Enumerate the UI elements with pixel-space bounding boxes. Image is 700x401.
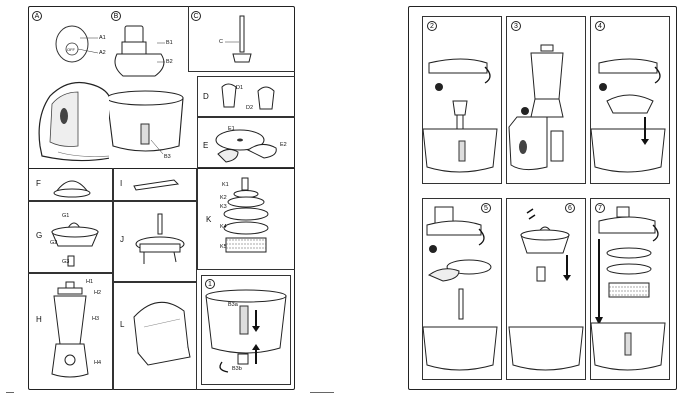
part-label-e1: E1 (228, 126, 235, 132)
panel-g: G G1 G2 G3 (28, 201, 113, 273)
step-6-illustration (508, 208, 584, 371)
step-2-number: 2 (427, 21, 437, 31)
panel-i: I (113, 168, 197, 201)
part-label-k3: K3 (220, 204, 227, 210)
step-7-panel: 7 (590, 198, 670, 380)
blender-illustration (51, 281, 89, 378)
step-2-illustration (423, 58, 498, 173)
panel-f-letter: F (36, 179, 41, 188)
part-label-e2: E2 (280, 142, 287, 148)
part-label-g3: G3 (62, 259, 70, 265)
panel-k-letter: K (206, 215, 212, 224)
bowl-assembly-illustration (109, 25, 184, 155)
citrus-press-illustration (51, 222, 99, 267)
step-3-panel: 3 (506, 16, 586, 184)
storage-case-illustration (133, 301, 191, 366)
dial-off-label: OFF (67, 47, 75, 52)
left-page-frame (28, 6, 295, 390)
step-5-illustration (423, 206, 498, 371)
step-3-number: 3 (511, 21, 521, 31)
panel-e: E E1 E2 (197, 117, 295, 168)
part-label-b3: B3 (164, 154, 171, 160)
part-label-c: C (219, 39, 223, 45)
part-label-d2: D2 (246, 105, 254, 111)
panel-a: A A1 A2 OFF (28, 6, 109, 168)
part-label-g1: G1 (62, 213, 70, 219)
right-page-frame (408, 6, 677, 390)
right-page: 2 3 4 (350, 0, 700, 401)
panel-l: L (113, 282, 197, 390)
part-label-h1: H1 (86, 279, 94, 285)
part-label-a2: A2 (99, 50, 106, 56)
part-label-b1: B1 (166, 40, 173, 46)
citrus-cone-illustration (53, 180, 91, 198)
disc-set-illustration (223, 177, 269, 253)
part-label-k1: K1 (222, 182, 229, 188)
panel-h-letter: H (36, 315, 42, 324)
step-1-number: 1 (205, 279, 215, 289)
slicing-disc-illustration (215, 129, 277, 163)
panel-b-letter: B (111, 11, 121, 21)
chopping-blades-illustration (221, 83, 275, 110)
part-label-b3b: B3b (232, 366, 242, 372)
spatula-illustration (133, 179, 180, 191)
crop-mark-left (6, 392, 14, 393)
part-label-g2: G2 (50, 240, 58, 246)
part-label-d1: D1 (236, 85, 244, 91)
panel-h: H H1 H2 H3 H4 (28, 273, 113, 390)
step-1-illustration (205, 289, 287, 373)
step-7-illustration (591, 206, 666, 371)
panel-c: C C (188, 6, 295, 72)
emulsifying-disc-illustration (135, 213, 185, 264)
part-label-k2: K2 (220, 195, 227, 201)
step-3-illustration (508, 44, 564, 171)
food-processor-base-illustration (38, 25, 109, 162)
part-label-b3a: B3a (228, 302, 238, 308)
panel-d-letter: D (203, 92, 209, 101)
step-7-number: 7 (595, 203, 605, 213)
step-4-number: 4 (595, 21, 605, 31)
part-label-b2: B2 (166, 59, 173, 65)
panel-j: J (113, 201, 197, 282)
part-label-k5: K5 (220, 244, 227, 250)
part-label-h3: H3 (92, 316, 100, 322)
part-label-k4: K4 (220, 224, 227, 230)
panel-c-letter: C (191, 11, 201, 21)
panel-j-letter: J (120, 235, 124, 244)
panel-i-letter: I (120, 179, 123, 188)
panel-f: F (28, 168, 113, 201)
panel-d: D D1 D2 (197, 76, 295, 117)
step-6-panel: 6 (506, 198, 586, 380)
panel-g-letter: G (36, 231, 43, 240)
panel-k: K K1 K2 K3 K4 K5 (197, 168, 295, 270)
part-label-a1: A1 (99, 35, 106, 41)
step-5-number: 5 (481, 203, 491, 213)
step-6-number: 6 (565, 203, 575, 213)
panel-e-letter: E (203, 141, 209, 150)
step-5-panel: 5 (422, 198, 502, 380)
part-label-h2: H2 (94, 290, 102, 296)
part-label-h4: H4 (94, 360, 102, 366)
step-4-panel: 4 (590, 16, 670, 184)
step-4-illustration (591, 58, 666, 173)
divider-top (28, 168, 295, 169)
crop-mark-left-2 (310, 392, 334, 393)
step-1-panel: 1 B3a B3b (201, 275, 291, 385)
left-page: A A1 A2 OFF B B1 (0, 0, 345, 401)
panel-l-letter: L (120, 320, 125, 329)
panel-a-letter: A (32, 11, 42, 21)
step-2-panel: 2 (422, 16, 502, 184)
blade-shaft-illustration (225, 15, 252, 63)
panel-b: B B1 B2 B3 (109, 6, 188, 168)
